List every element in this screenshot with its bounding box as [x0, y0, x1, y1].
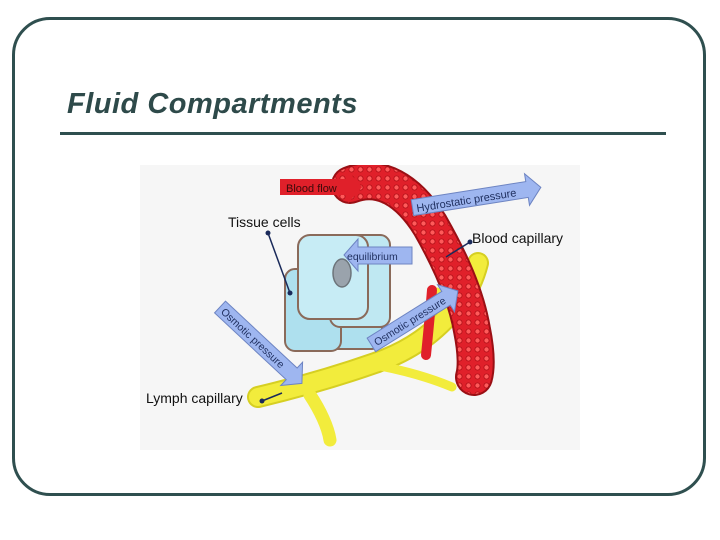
blood-capillary-pointer — [445, 241, 471, 258]
label-tissue-cells: Tissue cells — [228, 214, 301, 230]
title-underline — [60, 132, 666, 135]
label-lymph-capillary: Lymph capillary — [146, 390, 243, 406]
blood-capillary-vessel — [331, 165, 495, 396]
tissue-cells — [284, 234, 391, 352]
label-equilibrium: equilibrium — [347, 251, 398, 263]
lymph-capillary-pointer — [261, 392, 283, 402]
tissue-cells-pointer — [267, 232, 291, 294]
fluid-compartments-diagram: Blood flow Hydrostatic pressure equilibr… — [140, 165, 580, 450]
slide-title: Fluid Compartments — [67, 88, 358, 120]
label-blood-capillary: Blood capillary — [472, 230, 563, 246]
equilibrium-arrow: equilibrium — [343, 237, 413, 273]
slide-frame — [12, 17, 706, 496]
label-blood-flow: Blood flow — [286, 183, 337, 195]
cell-nucleus — [332, 258, 352, 288]
blood-flow-arrow: Blood flow — [280, 171, 362, 203]
